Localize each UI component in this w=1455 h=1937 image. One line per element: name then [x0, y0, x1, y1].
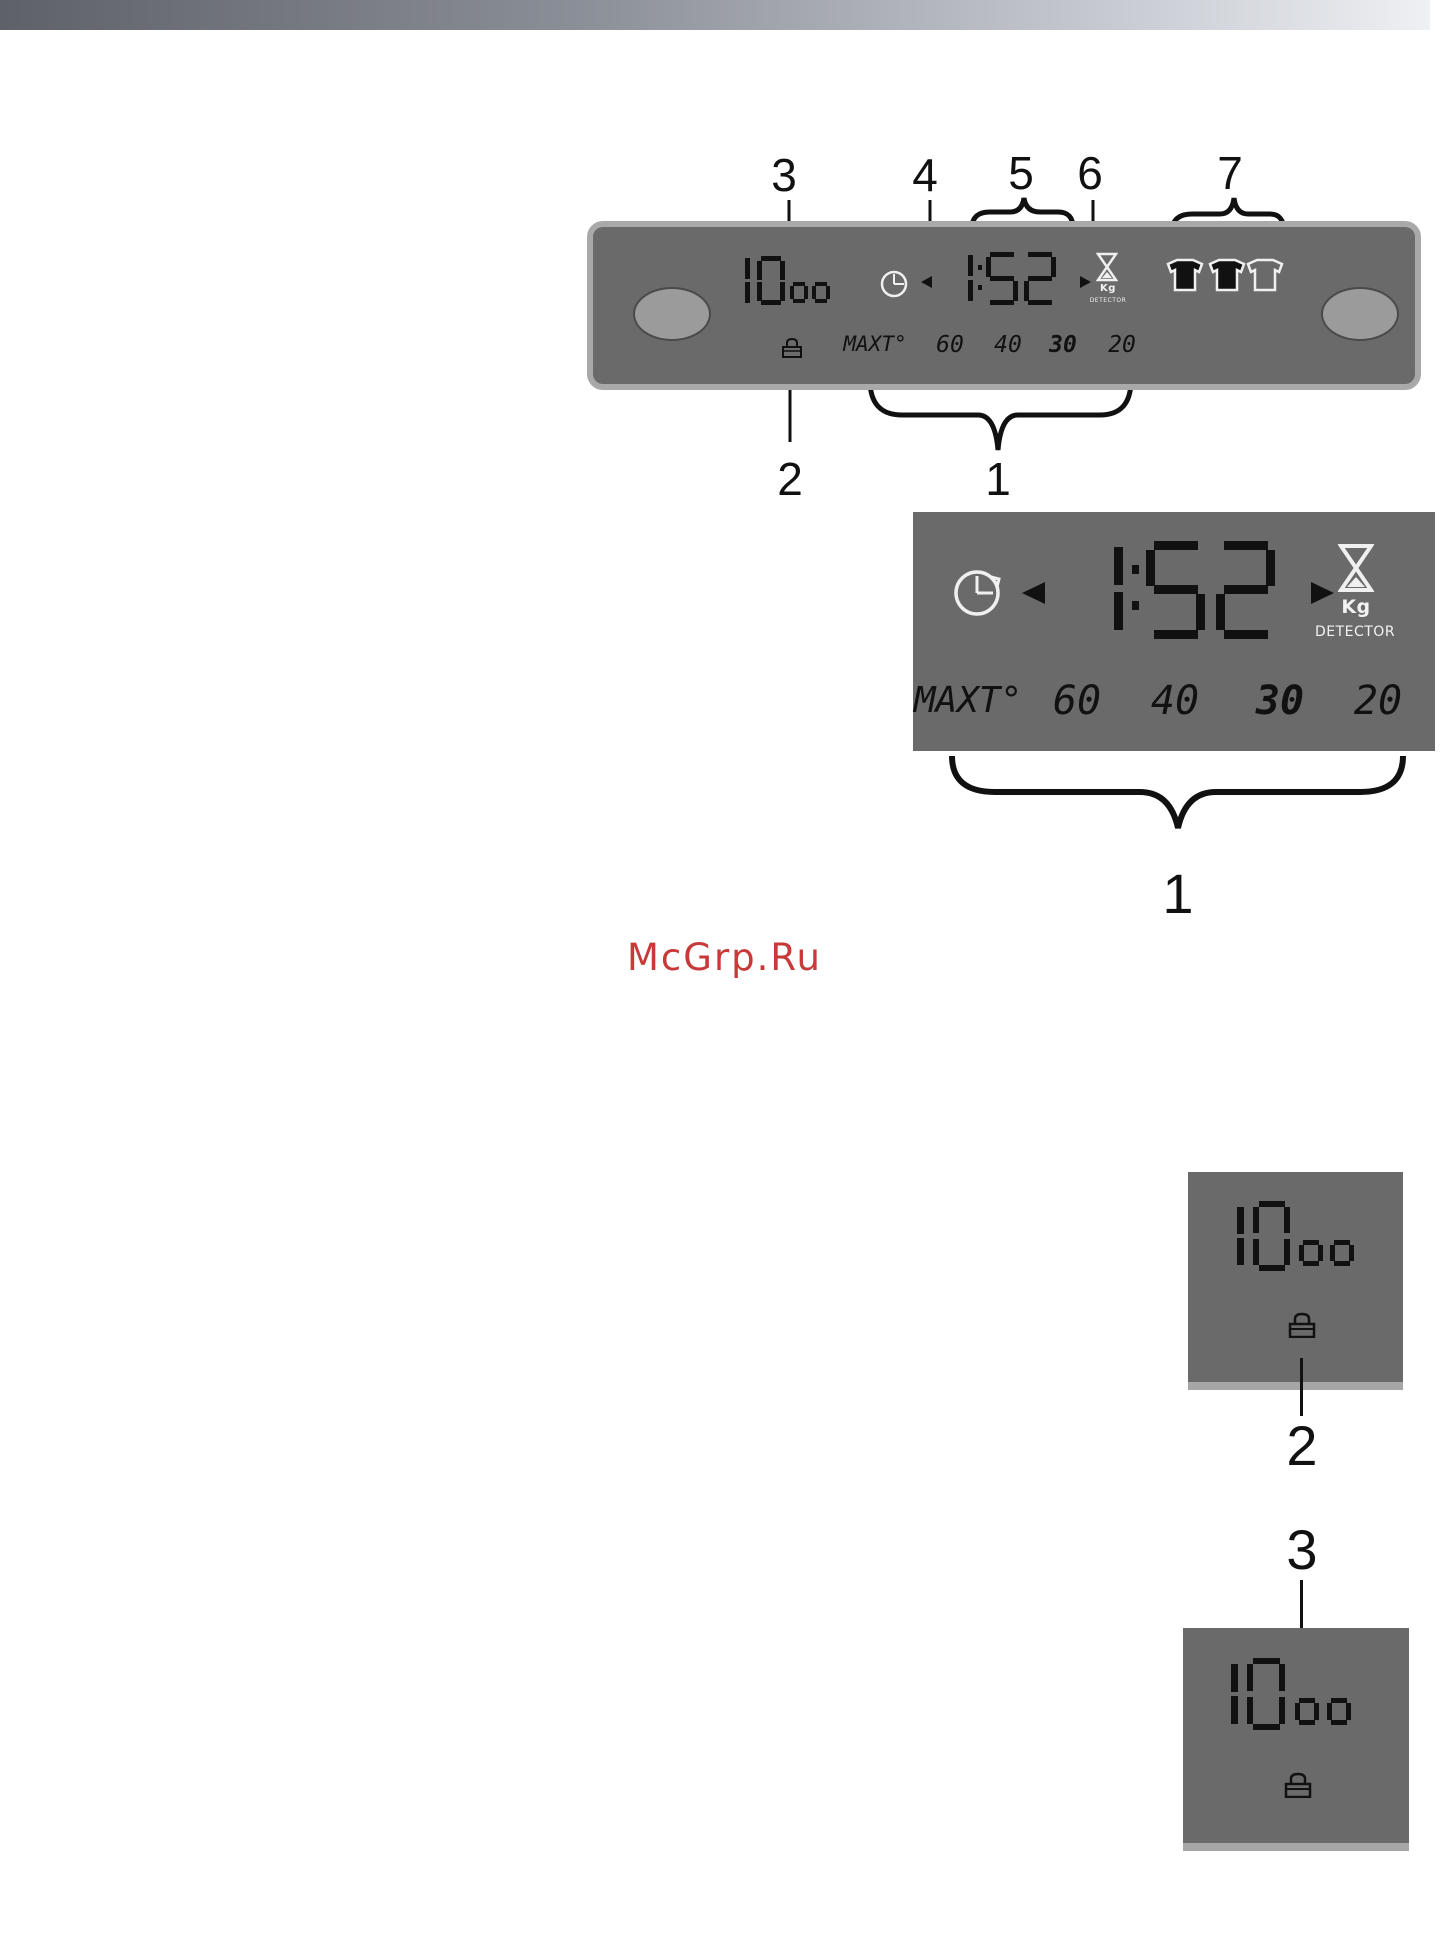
triangle-arrow-icon [1021, 581, 1047, 605]
lock-callout-2: 2 [1286, 1418, 1317, 1474]
temp-30: 30 [1049, 332, 1077, 358]
spin-callout-3: 3 [1286, 1522, 1317, 1578]
time-readout [966, 250, 1066, 310]
triangle-arrow-icon [1078, 275, 1092, 289]
callout-2: 2 [777, 456, 803, 502]
shirt-icon [1210, 260, 1244, 290]
clock-delay-icon [953, 567, 1013, 619]
hourglass-icon [1096, 252, 1118, 282]
padlock-icon [1283, 1772, 1313, 1798]
watermark-text: McGrp.Ru [627, 936, 822, 979]
callout-1: 1 [985, 456, 1011, 502]
lock-panel-edge [1188, 1382, 1403, 1390]
zoom-detector-label: DETECTOR [1315, 624, 1395, 640]
lock-spin-readout [1233, 1197, 1373, 1277]
clock-delay-icon [880, 268, 920, 300]
zoom-temp-60: 60 [1053, 678, 1101, 724]
zoom-temp-30: 30 [1256, 678, 1304, 724]
padlock-icon [781, 338, 803, 358]
triangle-arrow-icon [920, 275, 934, 289]
padlock-icon [1287, 1312, 1317, 1338]
zoom-brace [0, 740, 1455, 860]
hourglass-icon [1338, 543, 1374, 593]
zoom-temp-40: 40 [1151, 678, 1199, 724]
kg-label: Kg [1100, 283, 1116, 294]
left-knob[interactable] [633, 287, 711, 341]
triangle-arrow-icon [1309, 581, 1335, 605]
zoom-time-readout [1110, 538, 1290, 644]
zoom-max-temp-label: MAXT° [914, 680, 1022, 721]
zoom-callout-1: 1 [1162, 866, 1193, 922]
shirt-icon [1248, 260, 1282, 290]
spin-panel-edge [1183, 1843, 1409, 1851]
right-knob[interactable] [1321, 287, 1399, 341]
max-temp-label: MAXT° [843, 332, 906, 356]
lock-leader-line [1300, 1358, 1303, 1416]
garment-load-indicator [1165, 258, 1285, 294]
zoom-temp-20: 20 [1354, 678, 1402, 724]
shirt-icon [1168, 260, 1202, 290]
spin-readout [1227, 1654, 1372, 1736]
spin-speed-readout [739, 254, 849, 314]
temp-20: 20 [1108, 332, 1136, 358]
detector-label: DETECTOR [1090, 297, 1127, 304]
temp-60: 60 [936, 332, 964, 358]
temp-40: 40 [994, 332, 1022, 358]
zoom-kg-label: Kg [1341, 596, 1370, 618]
